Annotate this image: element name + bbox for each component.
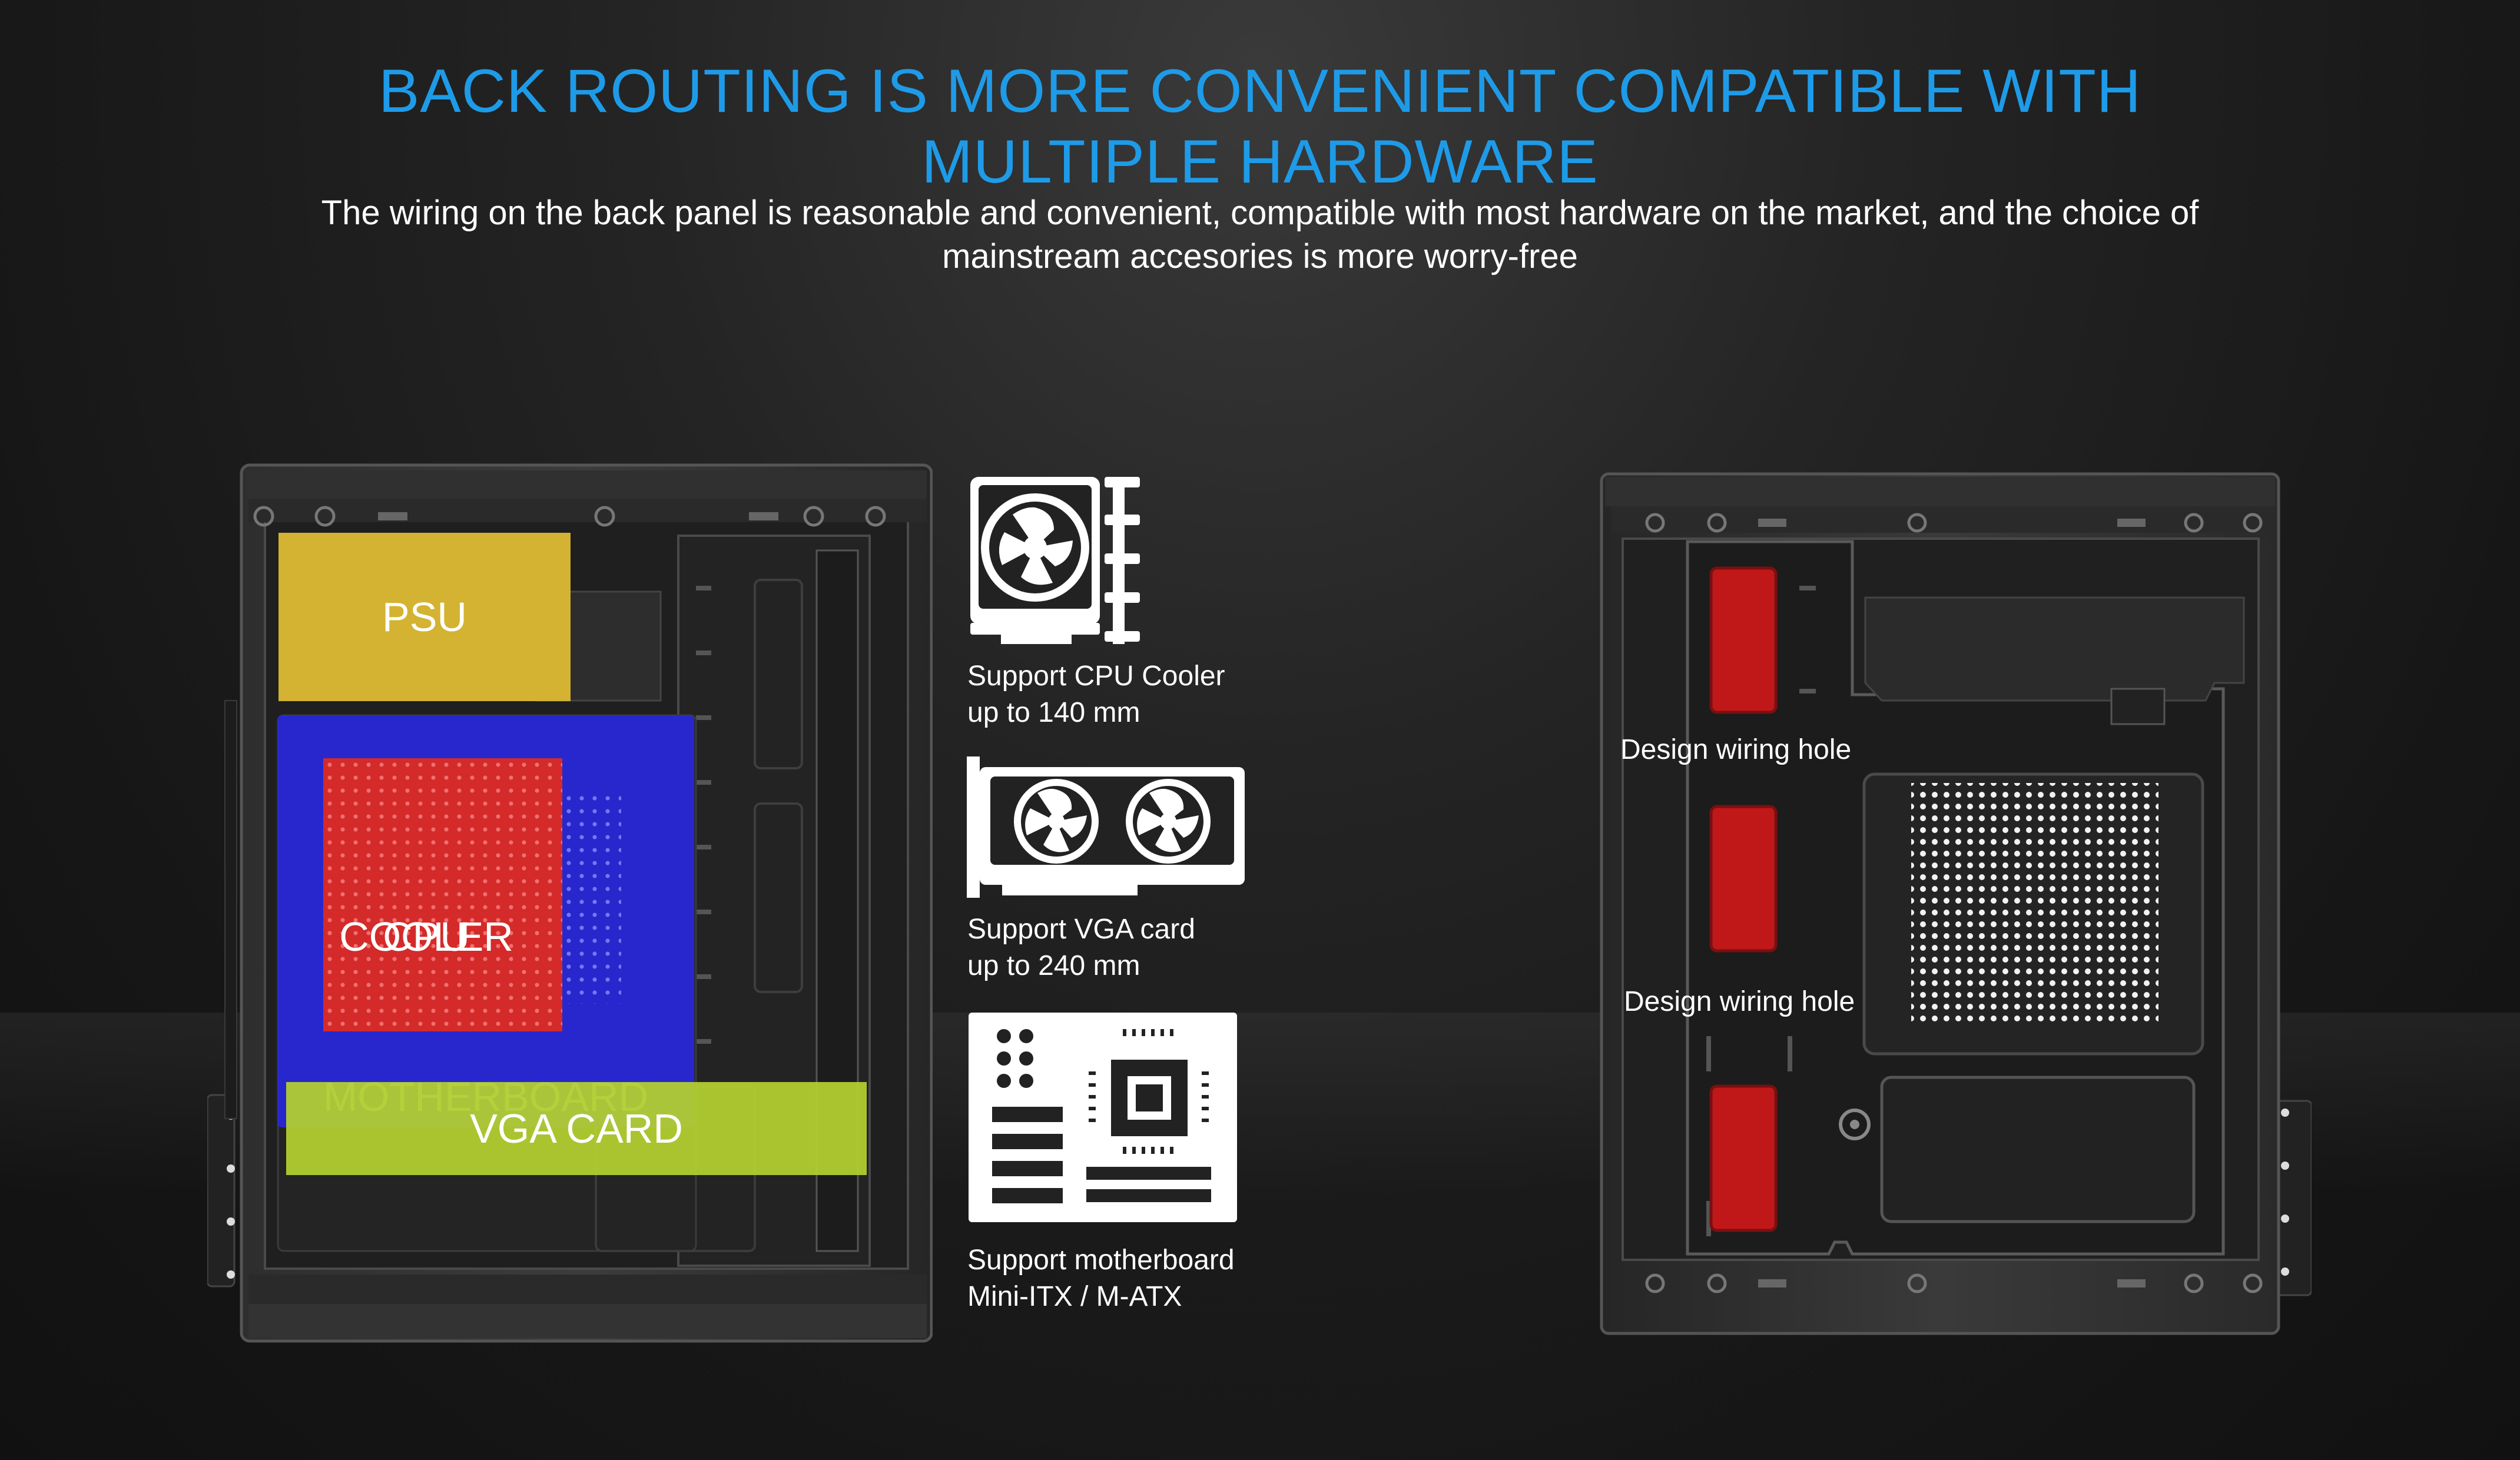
vga-card-caption: Support VGA card up to 240 mm	[967, 911, 1195, 984]
cpu-cooler-zone: CPU COOLER	[323, 758, 562, 1031]
cpu-cooler-label-line-2: COOLER	[339, 914, 513, 960]
cpu-cooler-caption-line-2: up to 140 mm	[967, 697, 1140, 728]
vga-card-caption-line-1: Support VGA card	[967, 914, 1195, 945]
cpu-cooler-label-line-1: CPU	[383, 914, 470, 960]
cpu-cooler-icon	[970, 477, 1140, 644]
motherboard-caption: Support motherboard Mini-ITX / M-ATX	[967, 1242, 1235, 1315]
psu-label: PSU	[382, 594, 467, 640]
subline-line-1: The wiring on the back panel is reasonab…	[321, 194, 2199, 232]
vga-card-icon	[967, 756, 1245, 898]
case-interior-view: MOTHERBOARD PSU CPU COOLER VGA CARD	[207, 462, 933, 1345]
case-back-view: Design wiring hole Design wiring hole	[1599, 471, 2312, 1336]
motherboard-caption-line-2: Mini-ITX / M-ATX	[967, 1281, 1182, 1312]
cooler-dot-pattern	[562, 792, 621, 1004]
case-frame-right	[1600, 472, 2312, 1335]
cpu-cooler-caption: Support CPU Cooler up to 140 mm	[967, 658, 1225, 731]
cpu-cooler-caption-line-1: Support CPU Cooler	[967, 661, 1225, 692]
headline: BACK ROUTING IS MORE CONVENIENT COMPATIB…	[177, 56, 2343, 197]
headline-line-1: BACK ROUTING IS MORE CONVENIENT COMPATIB…	[379, 57, 2141, 125]
headline-line-2: MULTIPLE HARDWARE	[921, 128, 1599, 196]
wiring-hole-label-lower: Design wiring hole	[1624, 986, 1855, 1017]
vga-card-label: VGA CARD	[470, 1106, 683, 1152]
subline: The wiring on the back panel is reasonab…	[247, 191, 2273, 278]
psu-zone: PSU	[278, 533, 571, 701]
cpu-cooler-label: CPU COOLER	[323, 835, 529, 960]
motherboard-caption-line-1: Support motherboard	[967, 1245, 1235, 1276]
wiring-holes	[1709, 566, 1778, 1232]
wiring-hole-label-upper: Design wiring hole	[1620, 734, 1852, 765]
subline-line-2: mainstream accesories is more worry-free	[942, 237, 1578, 276]
motherboard-icon	[969, 1013, 1237, 1222]
vga-card-zone: VGA CARD	[286, 1082, 867, 1175]
vga-card-caption-line-2: up to 240 mm	[967, 950, 1140, 981]
